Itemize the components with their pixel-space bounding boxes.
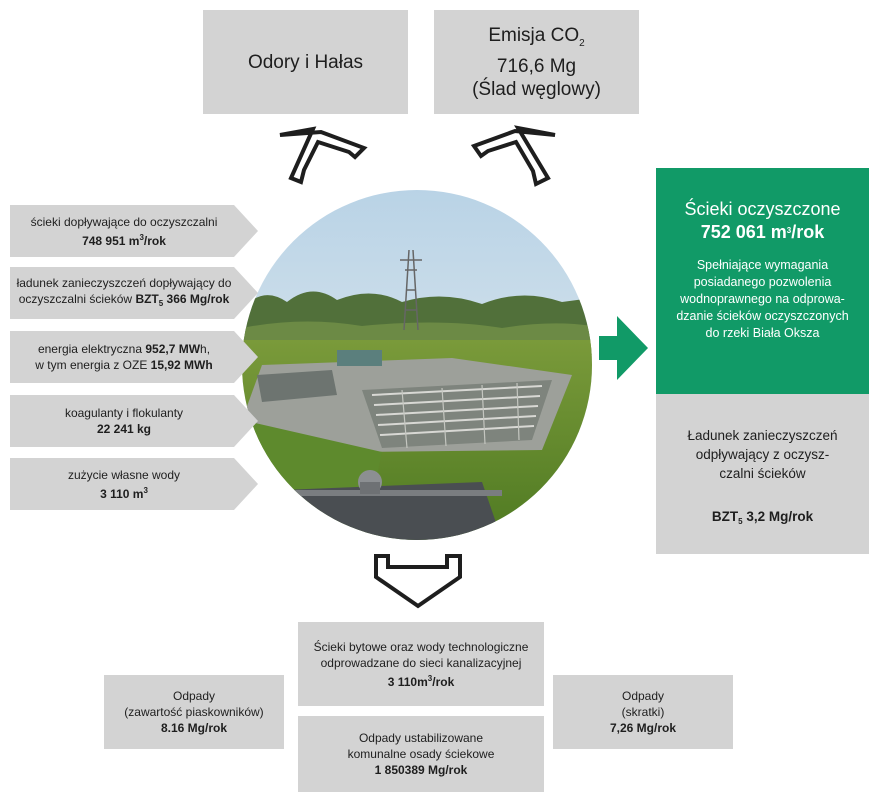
input-incoming-sewage-label: ścieki dopływające do oczyszczalni — [30, 214, 218, 229]
sand-waste-line2: (zawartość piaskowników) — [124, 705, 264, 719]
carbon-footprint-label: (Ślad węglowy) — [472, 78, 601, 100]
sewage-discharge-value: 3 110m3/rok — [387, 673, 455, 689]
outflow-load-label: Ładunek zanieczyszczeń odpływający z ocz… — [687, 428, 838, 481]
input-own-water-value: 3 110 m3 — [100, 485, 148, 501]
input-incoming-sewage-value: 748 951 m3/rok — [82, 232, 166, 248]
screenings-waste-value: 7,26 Mg/rok — [609, 721, 677, 735]
treated-sewage-value: 752 061 m3/rok — [700, 222, 825, 242]
input-own-water-label: zużycie własne wody — [67, 467, 181, 482]
sand-waste-value: 8.16 Mg/rok — [160, 721, 228, 735]
screenings-waste-line2: (skratki) — [621, 705, 665, 719]
screenings-waste-box: Odpady (skratki) 7,26 Mg/rok — [553, 675, 733, 749]
odor-noise-label: Odory i Hałas — [247, 51, 364, 73]
sand-waste-box: Odpady (zawartość piaskowników) 8.16 Mg/… — [104, 675, 284, 749]
input-own-water: zużycie własne wody 3 110 m3 — [10, 458, 258, 510]
sludge-waste-line1: Odpady ustabilizowane — [358, 731, 484, 745]
co2-emission-value: 716,6 Mg — [496, 55, 577, 77]
sludge-waste-box: Odpady ustabilizowane komunalne osady śc… — [298, 716, 544, 792]
arrow-up-left-icon — [279, 126, 368, 185]
input-renewable-energy-value: w tym energia z OZE 15,92 MWh — [35, 358, 213, 372]
input-incoming-sewage: ścieki dopływające do oczyszczalni 748 9… — [10, 205, 258, 257]
input-pollutant-load: ładunek zanieczyszczeń dopływający do oc… — [10, 267, 258, 319]
odor-noise-box: Odory i Hałas — [203, 10, 408, 114]
outflow-load-value: BZT5 3,2 Mg/rok — [711, 509, 814, 526]
input-pollutant-load-value: oczyszczalni ścieków BZT5 366 Mg/rok — [18, 291, 230, 308]
sewage-discharge-line1: Ścieki bytowe oraz wody technologiczne — [313, 639, 529, 654]
sludge-waste-line2: komunalne osady ściekowe — [347, 747, 495, 761]
input-electric-energy: energia elektryczna 952,7 MWh, w tym ene… — [10, 331, 258, 383]
treated-sewage-description: Spełniające wymagania posiadanego pozwol… — [676, 258, 849, 340]
treated-sewage-box: Ścieki oczyszczone 752 061 m3/rok Spełni… — [656, 168, 869, 394]
input-coagulants-value: 22 241 kg — [96, 422, 152, 436]
outflow-load-box: Ładunek zanieczyszczeń odpływający z ocz… — [656, 394, 869, 554]
sewage-discharge-line2: odprowadzane do sieci kanalizacyjnej — [320, 655, 522, 670]
sludge-waste-value: 1 850389 Mg/rok — [374, 763, 468, 777]
co2-emission-label: Emisja CO2 — [488, 24, 585, 49]
arrow-up-right-icon — [470, 125, 556, 187]
input-pollutant-load-label: ładunek zanieczyszczeń dopływający do — [16, 275, 232, 290]
arrow-down-icon — [374, 554, 462, 609]
input-coagulants-label: koagulanty i flokulanty — [64, 406, 184, 420]
co2-emission-box: Emisja CO2 716,6 Mg (Ślad węglowy) — [434, 10, 639, 114]
arrow-right-green-icon — [599, 316, 648, 380]
sewage-discharge-box: Ścieki bytowe oraz wody technologiczne o… — [298, 622, 544, 706]
sand-waste-line1: Odpady — [172, 689, 216, 703]
input-electric-energy-value: energia elektryczna 952,7 MWh, — [37, 342, 211, 356]
screenings-waste-line1: Odpady — [621, 689, 665, 703]
input-coagulants: koagulanty i flokulanty 22 241 kg — [10, 395, 258, 447]
treated-sewage-title: Ścieki oczyszczone — [684, 199, 841, 219]
